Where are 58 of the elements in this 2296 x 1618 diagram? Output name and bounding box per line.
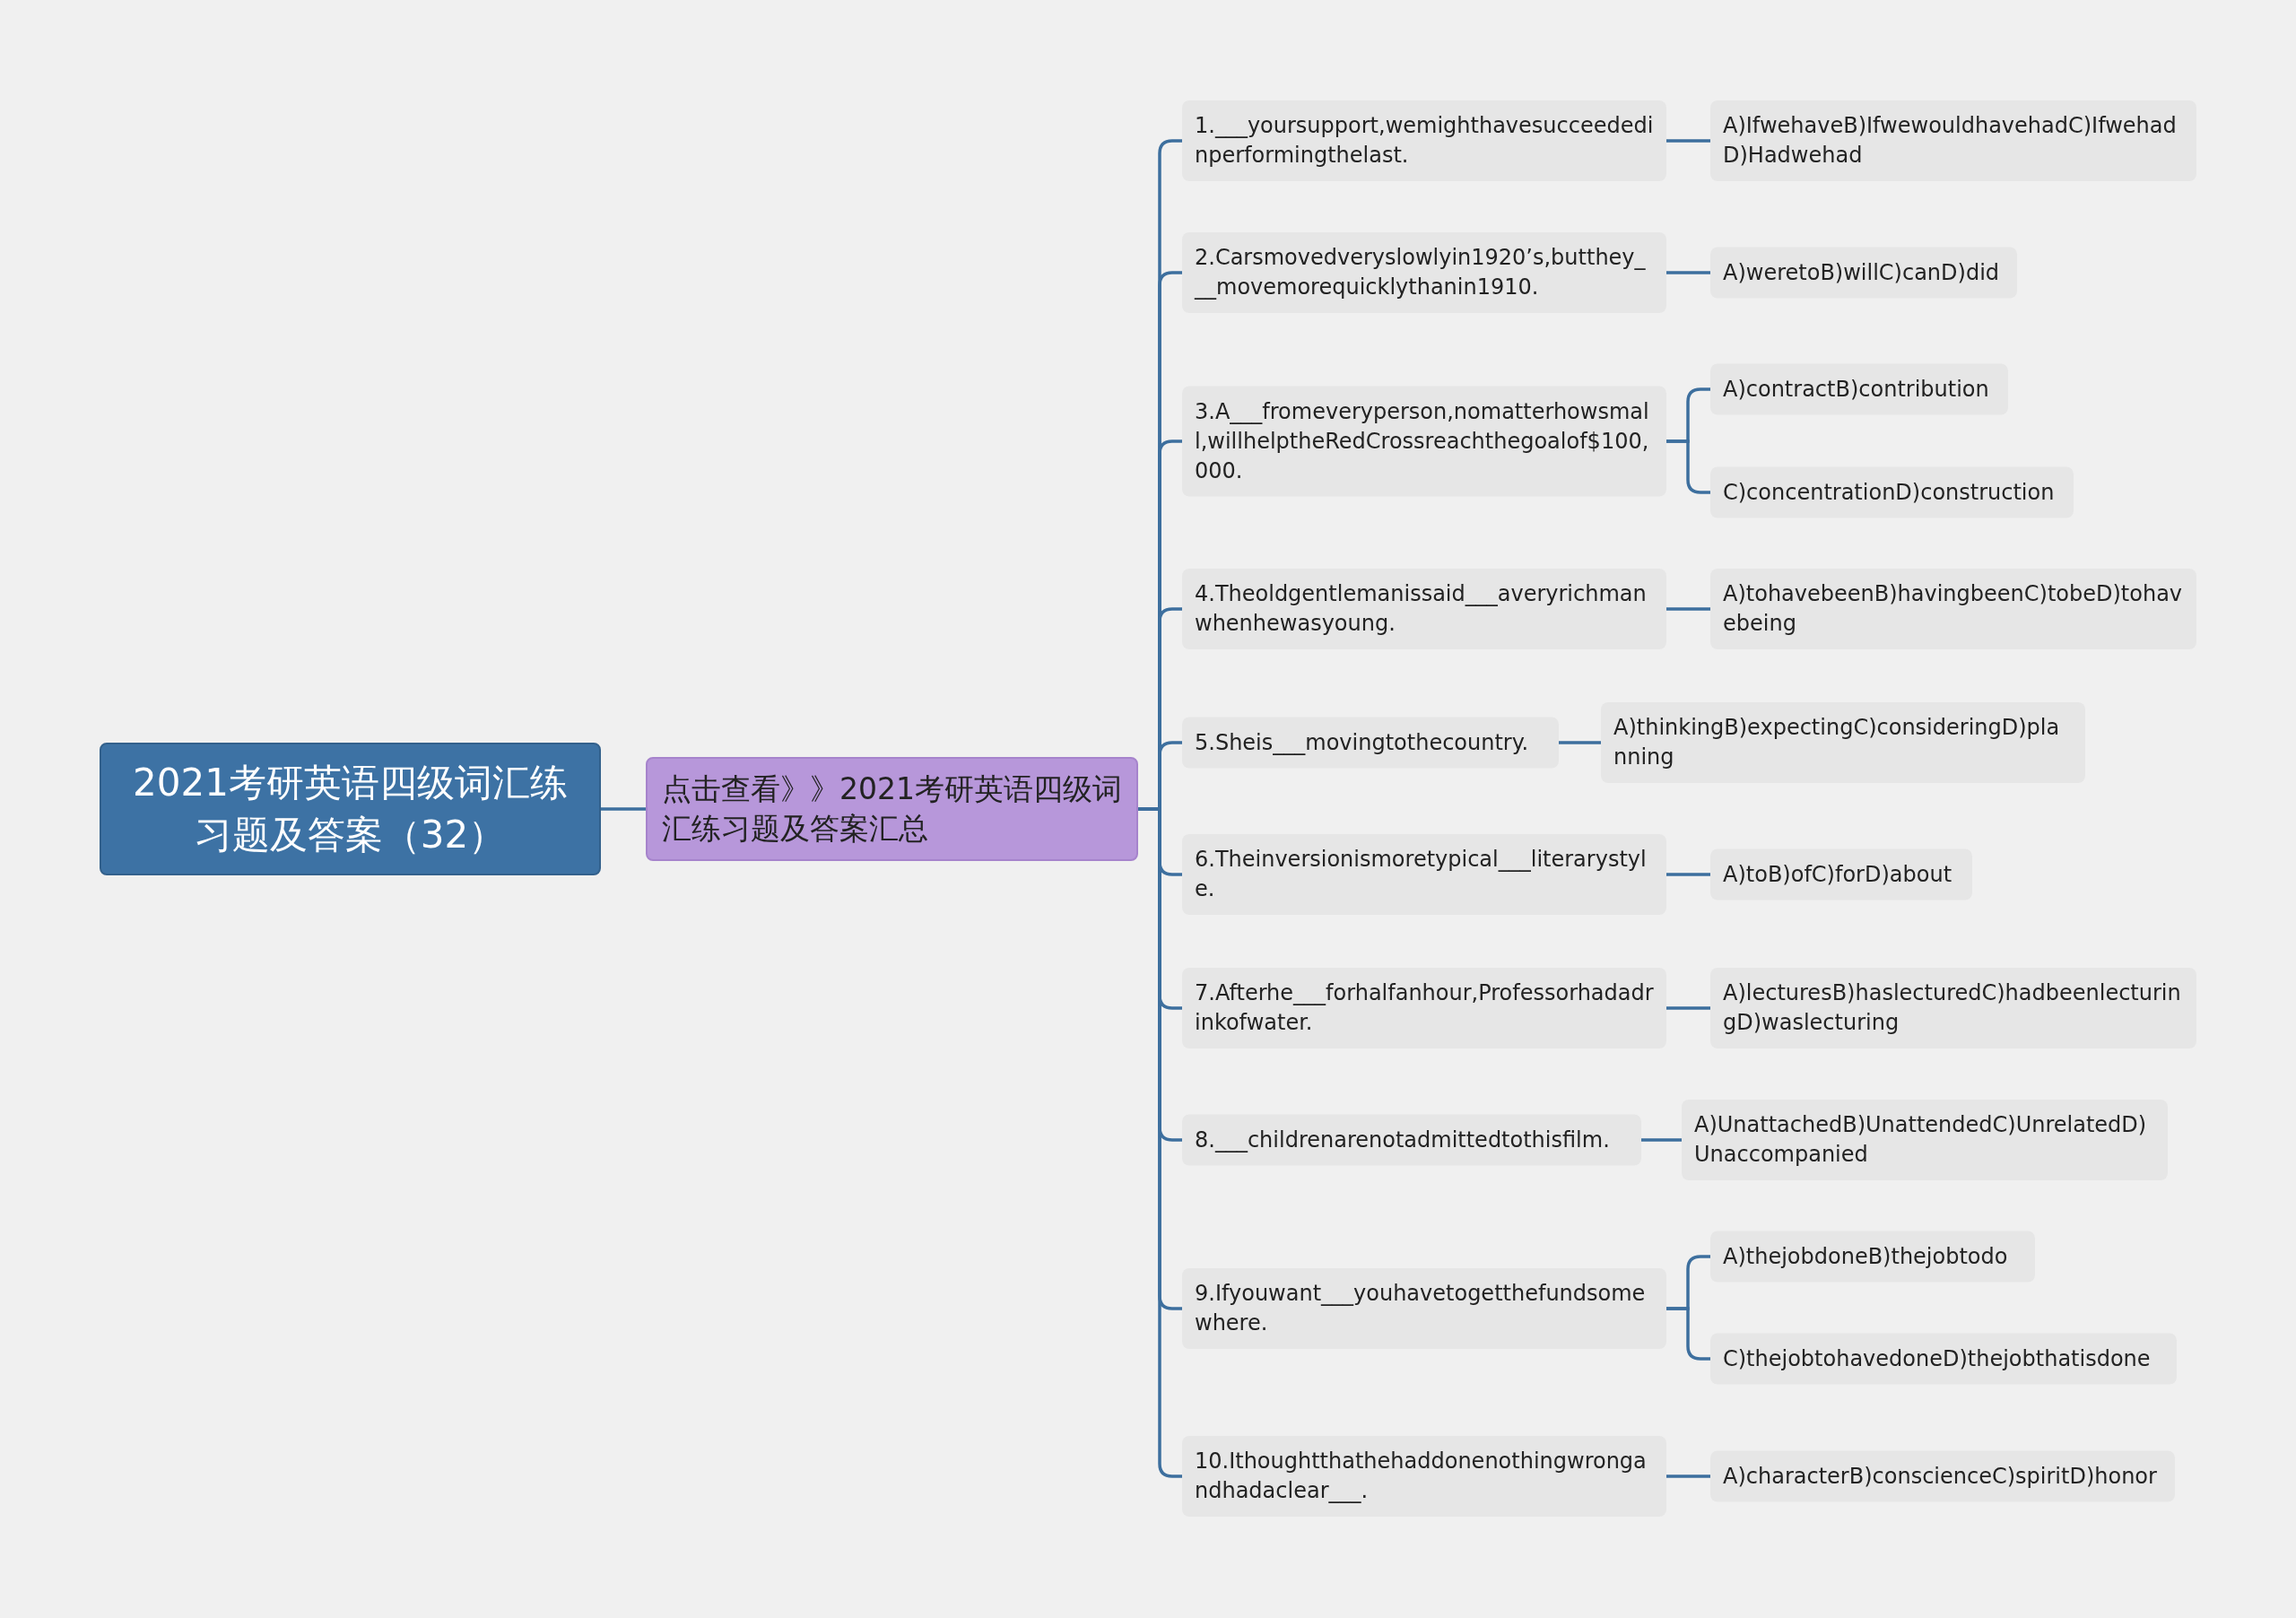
node-text: A)characterB)conscienceC)spiritD)honor <box>1723 1462 2158 1491</box>
node-text: 3.A___fromeveryperson,nomatterhowsmall,willhelptheRedCrossreachthegoalof$100,000. <box>1195 397 1650 485</box>
node-text: A)weretoB)willC)canD)did <box>1723 258 2001 287</box>
question-box <box>1710 1450 2175 1502</box>
connector-line <box>1666 271 1710 274</box>
question-box <box>1601 702 2085 783</box>
node-text: A)tohavebeenB)havingbeenC)tobeD)tohavebeing <box>1723 580 2184 638</box>
connector-line <box>1641 1138 1682 1142</box>
connector-line <box>1666 1006 1710 1010</box>
question-box <box>1182 717 1559 769</box>
connector-line <box>1666 1307 1710 1361</box>
node-text: A)lecturesB)haslecturedC)hadbeenlecturingD)waslecturing <box>1723 979 2182 1037</box>
node-text: A)thinkingB)expectingC)consideringD)planning <box>1613 714 2061 771</box>
question-box <box>1182 1268 1666 1349</box>
node-text: A)toB)ofC)forD)about <box>1723 860 1953 889</box>
node-text: 9.Ifyouwant___youhavetogetthefundsomewhere. <box>1195 1280 1647 1337</box>
node-text: A)IfwehaveB)IfwewouldhavehadC)IfwehadD)Hadwehad <box>1723 112 2178 170</box>
node-text: A)UnattachedB)UnattendedC)UnrelatedD)Unaccompanied <box>1694 1111 2148 1169</box>
question-box <box>1710 363 2008 415</box>
question-box <box>1682 1100 2168 1180</box>
connector-line <box>1559 741 1601 744</box>
question-box <box>1710 1333 2177 1385</box>
node-text: 4.Theoldgentlemanissaid___averyrichmanwhenhewasyoung. <box>1195 580 1648 638</box>
connector-line <box>1666 873 1710 876</box>
question-box <box>1710 848 1972 900</box>
node-text: 5.Sheis___movingtothecountry. <box>1195 728 1530 757</box>
node-text: 2021考研英语四级词汇练习题及答案（32） <box>132 760 569 858</box>
connector-line <box>1666 139 1710 143</box>
node-text: C)concentrationD)construction <box>1723 478 2056 507</box>
question-box <box>1710 100 2196 181</box>
question-box <box>1710 968 2196 1048</box>
link-box <box>646 757 1138 861</box>
node-text: 1.___yoursupport,wemighthavesucceededinperformingthelast. <box>1195 112 1654 170</box>
question-box <box>1710 247 2017 299</box>
question-box <box>1182 232 1666 313</box>
question-box <box>1182 834 1666 915</box>
question-box <box>1182 1436 1666 1517</box>
question-box <box>1182 569 1666 649</box>
question-box <box>1182 968 1666 1048</box>
node-text: 10.Ithoughtthathehaddonenothingwrongandhadaclear___. <box>1195 1448 1648 1505</box>
question-box <box>1710 466 2074 518</box>
node-text: 点击查看》》2021考研英语四级词汇练习题及答案汇总 <box>662 770 1122 848</box>
node-text: 6.Theinversionismoretypical___literarystyle. <box>1195 846 1648 903</box>
node-text: C)thejobtohavedoneD)thejobthatisdone <box>1723 1344 2152 1373</box>
node-text: 7.Afterhe___forhalfanhour,Professorhadadrinkofwater. <box>1195 979 1654 1037</box>
node-text: A)contractB)contribution <box>1723 375 1990 404</box>
node-text: A)thejobdoneB)thejobtodo <box>1723 1242 2009 1271</box>
node-text: 2.Carsmovedveryslowlyin1920’s,butthey___movemorequicklythanin1910. <box>1195 244 1647 301</box>
node-text: 8.___childrenarenotadmittedtothisfilm. <box>1195 1126 1611 1154</box>
question-box <box>1182 1114 1641 1166</box>
connector-line <box>1666 1474 1710 1478</box>
connector-line <box>1666 607 1710 611</box>
connector-line <box>601 807 646 811</box>
question-box <box>1710 569 2196 649</box>
topic-box <box>100 743 601 875</box>
question-box <box>1182 386 1666 497</box>
question-box <box>1710 1231 2035 1283</box>
question-box <box>1182 100 1666 181</box>
